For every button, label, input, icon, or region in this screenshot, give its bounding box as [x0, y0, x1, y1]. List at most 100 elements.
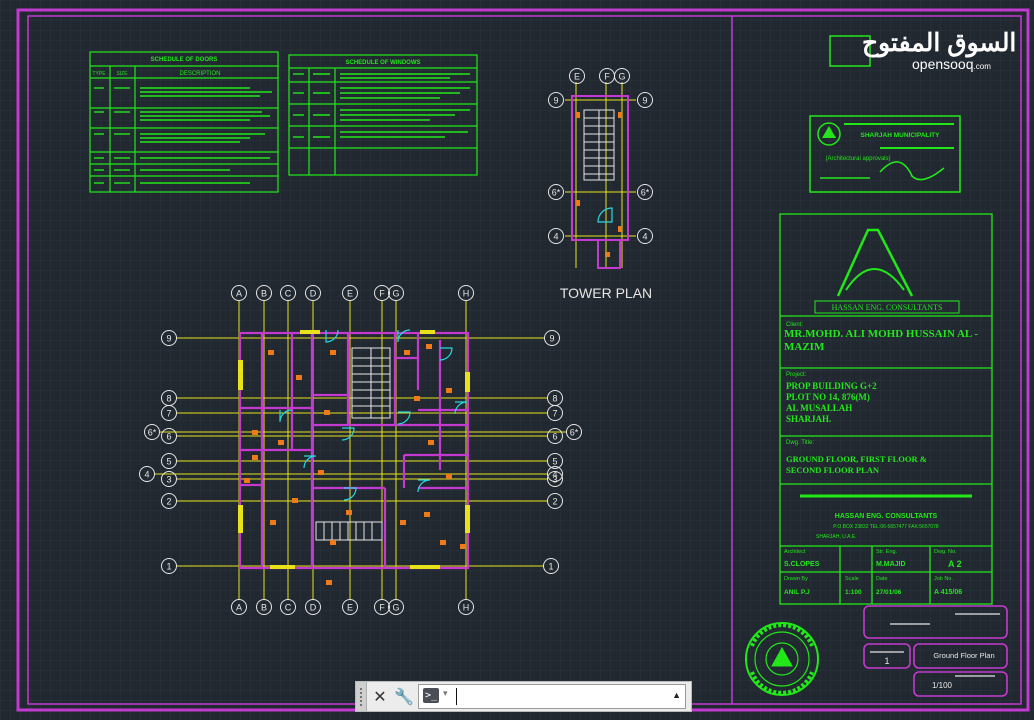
axis-bubble-bottom-b-label: B: [261, 603, 267, 613]
floor-plan: [155, 301, 566, 599]
tower-axis-top-f-label: F: [604, 72, 610, 82]
axis-bubble-bottom-f: F: [374, 599, 390, 615]
axis-bubble-left-6: 4: [139, 466, 155, 482]
command-prompt-icon[interactable]: >_: [423, 688, 439, 703]
axis-bubble-left-2-label: 7: [166, 409, 171, 419]
consultant-seal: [745, 622, 819, 696]
axis-bubble-bottom-a: A: [231, 599, 247, 615]
axis-bubble-left-0: 9: [161, 330, 177, 346]
consultant-name: HASSAN ENG. CONSULTANTS: [835, 513, 938, 520]
title-block: [779, 213, 993, 605]
axis-bubble-left-7-label: 3: [166, 475, 171, 485]
drawing-title-line-1: GROUND FLOOR, FIRST FLOOR &: [786, 454, 927, 464]
tower-axis-top-e: E: [569, 68, 585, 84]
project-label: Project:: [786, 372, 807, 378]
axis-bubble-top-f: F: [374, 285, 390, 301]
door-schedule-header-type: TYPE: [92, 71, 106, 77]
axis-bubble-right-0: 9: [544, 330, 560, 346]
tower-axis-top-g-label: G: [618, 72, 625, 82]
axis-bubble-top-h: H: [458, 285, 474, 301]
sheet-scale: 1/100: [932, 681, 953, 690]
tower-axis-left-2-label: 4: [553, 232, 558, 242]
drawn-by-value: ANIL P.J: [784, 589, 810, 596]
axis-bubble-right-8: 2: [547, 493, 563, 509]
axis-bubble-right-7-label: 3: [552, 475, 557, 485]
engineer-value: M.MAJID: [876, 561, 906, 568]
consultant-city: SHARJAH, U.A.E.: [816, 534, 857, 540]
axis-bubble-right-1-label: 8: [552, 394, 557, 404]
drawing-title-line-2: SECOND FLOOR PLAN: [786, 465, 880, 475]
tower-axis-top-e-label: E: [574, 72, 580, 82]
command-input[interactable]: >_ ▾ ▲: [418, 684, 686, 709]
tower-axis-top-g: G: [614, 68, 630, 84]
consultant-banner: HASSAN ENG. CONSULTANTS: [832, 303, 943, 312]
axis-bubble-bottom-e: E: [342, 599, 358, 615]
chevron-down-icon[interactable]: ▾: [443, 688, 448, 698]
door-schedule-header-description: DESCRIPTION: [179, 71, 220, 77]
tower-axis-right-2-label: 4: [642, 232, 647, 242]
axis-bubble-top-d-label: D: [310, 289, 317, 299]
tower-plan: [565, 82, 636, 269]
municipality-note: (Architectural approvals): [825, 156, 890, 162]
axis-bubble-top-d: D: [305, 285, 321, 301]
tower-axis-right-2: 4: [637, 228, 653, 244]
axis-bubble-left-9-label: 1: [166, 562, 171, 572]
axis-bubble-bottom-d: D: [305, 599, 321, 615]
command-line-bar[interactable]: ✕ 🔧 >_ ▾ ▲: [355, 681, 692, 712]
sheet-arabic-labels: [870, 613, 1000, 677]
close-icon[interactable]: ✕: [373, 687, 387, 706]
axis-bubble-right-2: 7: [547, 405, 563, 421]
window-schedule-rows: [293, 73, 470, 138]
axis-bubble-bottom-b: B: [256, 599, 272, 615]
axis-bubble-right-7: 3: [547, 471, 563, 487]
project-line-3: AL MUSALLAH: [786, 403, 852, 413]
axis-bubble-bottom-c-label: C: [285, 603, 292, 613]
axis-bubble-left-3: 6*: [144, 424, 160, 440]
sheet-info-boxes: [863, 605, 1008, 697]
tower-axis-right-0: 9: [637, 92, 653, 108]
axis-bubble-left-9: 1: [161, 558, 177, 574]
axis-bubble-top-g-label: G: [392, 289, 399, 299]
drawing-number-label: Dwg. No.: [934, 549, 957, 555]
axis-bubble-bottom-h-label: H: [463, 603, 470, 613]
axis-bubble-left-5: 5: [161, 453, 177, 469]
date-label: Date: [876, 576, 888, 582]
axis-bubble-right-8-label: 2: [552, 497, 557, 507]
axis-bubble-right-9: 1: [543, 558, 559, 574]
client-name-box: MR.MOHD. ALI MOHD HUSSAIN AL - MAZIM: [784, 328, 978, 353]
watermark-brand: opensooq: [912, 56, 974, 72]
tower-axis-left-0: 9: [548, 92, 564, 108]
axis-bubble-left-5-label: 5: [166, 457, 171, 467]
project-line-1: PROP BUILDING G+2: [786, 381, 877, 391]
consultant-logo: [814, 228, 960, 314]
tower-axis-left-2: 4: [548, 228, 564, 244]
tower-plan-title: TOWER PLAN: [560, 285, 652, 301]
caret-up-icon[interactable]: ▲: [672, 690, 681, 700]
job-number-label: Job No.: [934, 576, 953, 582]
watermark-arabic: السوق المفتوح: [862, 29, 1017, 57]
axis-bubble-right-5: 5: [547, 453, 563, 469]
project-line-4: SHARJAH.: [786, 414, 831, 424]
axis-bubble-left-3-label: 6*: [148, 428, 157, 438]
axis-bubble-left-2: 7: [161, 405, 177, 421]
axis-bubble-top-b-label: B: [261, 289, 267, 299]
axis-bubble-right-5-label: 5: [552, 457, 557, 467]
axis-bubble-left-8-label: 2: [166, 497, 171, 507]
door-schedule-rows: [94, 87, 272, 184]
wrench-icon[interactable]: 🔧: [394, 687, 414, 706]
watermark-badge: [829, 35, 871, 67]
axis-bubble-right-4: 6: [547, 428, 563, 444]
watermark-latin: opensooq.com: [912, 56, 991, 72]
axis-bubble-bottom-d-label: D: [310, 603, 317, 613]
axis-bubble-bottom-e-label: E: [347, 603, 353, 613]
axis-bubble-bottom-h: H: [458, 599, 474, 615]
sheet-title: Ground Floor Plan: [933, 651, 994, 660]
window-schedule-table: [288, 54, 478, 176]
scale-label: Scale: [845, 576, 859, 582]
axis-bubble-right-6-label: 4: [552, 470, 557, 480]
axis-bubble-bottom-f-label: F: [379, 603, 385, 613]
command-line-grip[interactable]: [356, 682, 367, 711]
axis-bubble-left-1-label: 8: [166, 394, 171, 404]
